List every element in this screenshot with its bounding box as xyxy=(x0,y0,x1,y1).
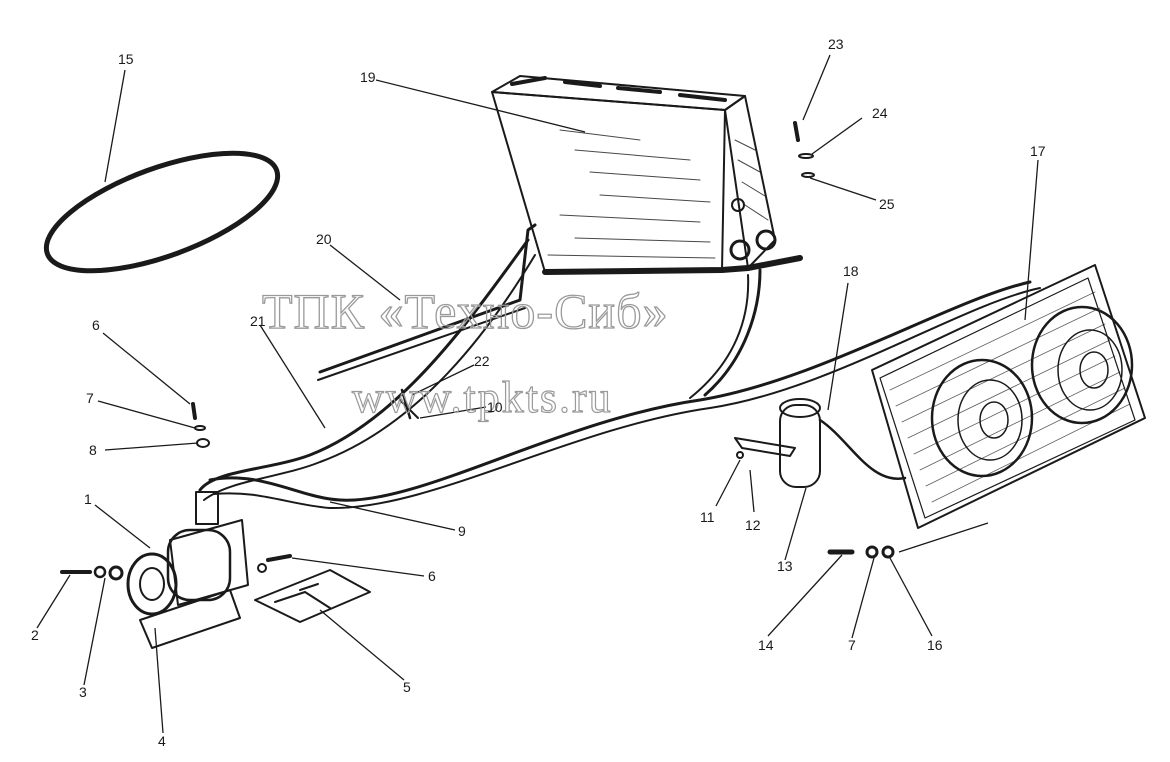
callout-24: 24 xyxy=(872,105,888,121)
callout-7-right: 7 xyxy=(848,637,856,653)
refrigerant-lines xyxy=(198,223,1041,510)
callout-19: 19 xyxy=(360,69,376,85)
drive-belt xyxy=(43,150,281,274)
callout-25: 25 xyxy=(879,196,895,212)
condenser-fan-right xyxy=(1030,305,1134,425)
callout-2: 2 xyxy=(31,627,39,643)
fasteners xyxy=(60,121,895,581)
callout-17: 17 xyxy=(1030,143,1046,159)
callout-12: 12 xyxy=(745,517,761,533)
condenser-unit xyxy=(871,264,1146,529)
callout-13: 13 xyxy=(777,558,793,574)
callout-5: 5 xyxy=(403,679,411,695)
evaporator-unit xyxy=(491,75,803,275)
callout-9: 9 xyxy=(458,523,466,539)
condenser-fan-left xyxy=(930,358,1034,478)
callout-3: 3 xyxy=(79,684,87,700)
watermark-url: www.tpkts.ru xyxy=(352,373,613,422)
callout-15: 15 xyxy=(118,51,134,67)
callout-20: 20 xyxy=(316,231,332,247)
callout-7-left: 7 xyxy=(86,390,94,406)
mounting-plate xyxy=(254,569,371,623)
watermark-company: ТПК «Техно-Сиб» xyxy=(262,283,669,339)
callout-23: 23 xyxy=(828,36,844,52)
receiver-drier xyxy=(734,398,821,488)
callout-6-right: 6 xyxy=(428,568,436,584)
callout-22: 22 xyxy=(474,353,490,369)
callout-8: 8 xyxy=(89,442,97,458)
callout-1: 1 xyxy=(84,491,92,507)
callout-18: 18 xyxy=(843,263,859,279)
callout-labels: 15 19 23 24 25 17 20 18 21 22 10 6 7 8 1… xyxy=(31,36,1046,749)
callout-11: 11 xyxy=(700,509,715,525)
callout-16: 16 xyxy=(927,637,943,653)
callout-6-top: 6 xyxy=(92,317,100,333)
callout-21: 21 xyxy=(250,313,266,329)
leader-lines xyxy=(36,54,1039,734)
compressor xyxy=(126,491,249,649)
callout-4: 4 xyxy=(158,733,166,749)
callout-10: 10 xyxy=(487,399,503,415)
callout-14: 14 xyxy=(758,637,774,653)
